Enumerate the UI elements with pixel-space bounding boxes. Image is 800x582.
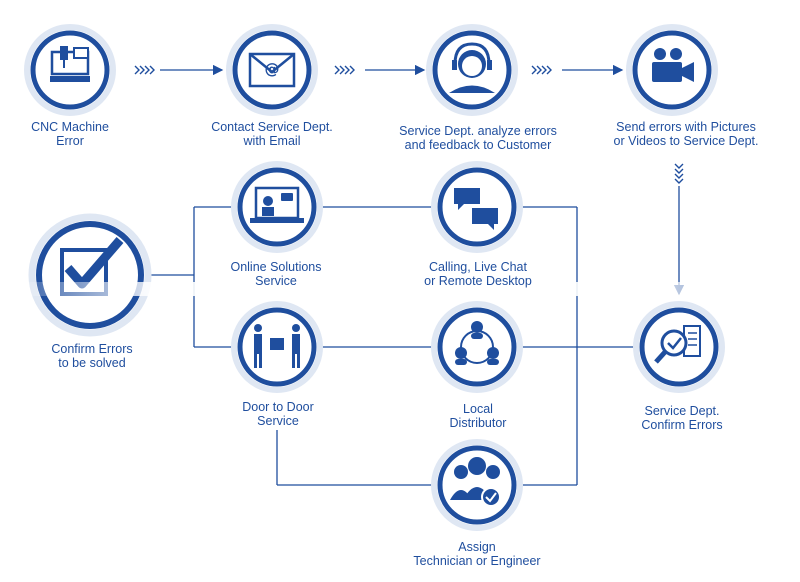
- label-calling: Calling, Live Chat or Remote Desktop: [424, 260, 532, 288]
- label-service-analyze: Service Dept. analyze errors and feedbac…: [399, 124, 557, 152]
- headset-agent-icon: [449, 42, 495, 93]
- label-send-errors: Send errors with Pictures or Videos to S…: [614, 120, 759, 148]
- label-online-solutions: Online Solutions Service: [230, 260, 321, 288]
- online-support-icon: [250, 186, 304, 223]
- label-line: Calling, Live Chat: [429, 260, 527, 274]
- label-line: Distributor: [449, 416, 507, 430]
- node-send-errors: [626, 24, 718, 116]
- label-confirm-solved: Confirm Errors to be solved: [51, 342, 132, 370]
- label-line: Technician or Engineer: [413, 554, 541, 568]
- label-door-to-door: Door to Door Service: [242, 400, 314, 428]
- chevrons-down: [674, 163, 684, 184]
- label-line: Service: [255, 274, 297, 288]
- label-line: or Remote Desktop: [424, 274, 532, 288]
- node-confirm-solved: [28, 213, 152, 337]
- node-cnc-machine: [24, 24, 116, 116]
- label-line: Error: [56, 134, 84, 148]
- label-line: CNC Machine: [31, 120, 109, 134]
- label-line: Local: [463, 402, 493, 416]
- chevrons-3: [531, 65, 552, 75]
- label-line: Service: [257, 414, 299, 428]
- node-assign-tech: [431, 439, 523, 531]
- node-calling: [431, 161, 523, 253]
- chat-bubbles-icon: [454, 188, 498, 230]
- node-contact-service: @: [226, 24, 318, 116]
- magnifier-check-icon: [654, 325, 701, 364]
- label-line: Confirm Errors: [641, 418, 723, 432]
- label-cnc-machine: CNC Machine Error: [31, 120, 109, 148]
- label-line: Service Dept. analyze errors: [399, 124, 557, 138]
- network-people-icon: [455, 321, 499, 365]
- network-connectors: [145, 206, 634, 486]
- svg-text:@: @: [265, 60, 280, 78]
- label-line: Send errors with Pictures: [616, 120, 756, 134]
- email-icon: @: [248, 52, 296, 88]
- label-line: Confirm Errors: [51, 342, 133, 356]
- handover-icon: [254, 324, 300, 368]
- label-line: to be solved: [58, 356, 126, 370]
- label-confirm-errors: Service Dept. Confirm Errors: [641, 404, 722, 432]
- label-line: Service Dept.: [644, 404, 720, 418]
- label-line: or Videos to Service Dept.: [613, 134, 759, 148]
- chevrons-2: [334, 65, 355, 75]
- label-line: with Email: [243, 134, 301, 148]
- cnc-machine-icon: [50, 46, 90, 82]
- chevron-marks-top: [134, 65, 684, 184]
- node-online-solutions: [231, 161, 323, 253]
- label-assign-tech: Assign Technician or Engineer: [413, 540, 540, 568]
- label-line: Online Solutions: [230, 260, 322, 274]
- label-line: Door to Door: [242, 400, 314, 414]
- team-check-icon: [450, 457, 501, 507]
- label-line: Assign: [458, 540, 496, 554]
- node-service-analyze: [426, 24, 518, 116]
- video-camera-icon: [652, 48, 694, 82]
- chevrons-1: [134, 65, 155, 75]
- label-line: and feedback to Customer: [404, 138, 552, 152]
- node-local-distributor: [431, 301, 523, 393]
- label-line: Contact Service Dept.: [211, 120, 333, 134]
- node-door-to-door: [231, 301, 323, 393]
- label-contact-service: Contact Service Dept. with Email: [211, 120, 333, 148]
- label-local-distributor: Local Distributor: [450, 402, 507, 430]
- node-confirm-errors: [633, 301, 725, 393]
